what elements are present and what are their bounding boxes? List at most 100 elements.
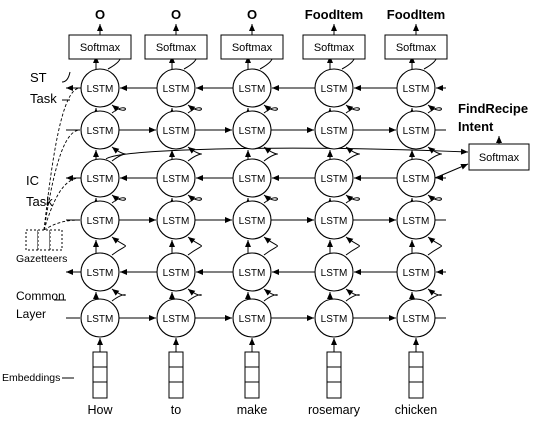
embedding-vector-0 <box>92 351 108 399</box>
layer-skip-arrow <box>263 236 278 256</box>
lstm-node-r4-c1: LSTM <box>156 252 196 292</box>
softmax-label: Softmax <box>232 42 273 54</box>
lstm-label: LSTM <box>403 216 430 227</box>
lstm-node-r2-c1: LSTM <box>156 158 196 198</box>
layer-skip-arrow <box>345 104 360 114</box>
gazetteer-link <box>43 177 81 231</box>
common-layer-label-line1: Common <box>16 289 65 303</box>
lstm-node-r0-c0: LSTM <box>80 68 120 108</box>
intent-softmax: Softmax <box>468 143 530 171</box>
lstm-node-r4-c4: LSTM <box>396 252 436 292</box>
layer-skip-arrow <box>187 104 202 114</box>
lstm-label: LSTM <box>403 314 430 325</box>
lstm-node-r1-c2: LSTM <box>232 110 272 150</box>
word-4: chicken <box>395 403 437 417</box>
lstm-label: LSTM <box>321 314 348 325</box>
word-2: make <box>237 403 268 417</box>
lstm-label: LSTM <box>163 126 190 137</box>
word-3: rosemary <box>308 403 361 417</box>
lstm-node-r3-c4: LSTM <box>396 200 436 240</box>
lstm-node-r1-c3: LSTM <box>314 110 354 150</box>
lstm-label: LSTM <box>87 126 114 137</box>
layer-skip-arrow <box>427 288 442 302</box>
embeddings-label: Embeddings <box>2 372 60 384</box>
layer-skip-arrow <box>427 104 442 114</box>
slot-softmax-1: Softmax <box>144 34 208 60</box>
slot-softmax-0: Softmax <box>68 34 132 60</box>
lstm-label: LSTM <box>239 174 266 185</box>
st-task-label-line2: Task <box>30 91 57 106</box>
softmax-label: Softmax <box>396 42 437 54</box>
embedding-vector-2 <box>244 351 260 399</box>
lstm-label: LSTM <box>403 126 430 137</box>
intent-softmax-label: Softmax <box>479 152 520 164</box>
layer-skip-arrow <box>427 236 442 256</box>
intent-input-arrow <box>434 163 469 179</box>
lstm-node-r1-c1: LSTM <box>156 110 196 150</box>
lstm-node-r0-c3: LSTM <box>314 68 354 108</box>
lstm-node-r4-c2: LSTM <box>232 252 272 292</box>
lstm-label: LSTM <box>321 268 348 279</box>
slot-softmax-3: Softmax <box>302 34 366 60</box>
layer-skip-arrow <box>345 288 360 302</box>
lstm-node-r4-c3: LSTM <box>314 252 354 292</box>
embedding-vectors <box>92 351 424 399</box>
lstm-label: LSTM <box>163 268 190 279</box>
lstm-node-r2-c2: LSTM <box>232 158 272 198</box>
gazetteers-label: Gazetteers <box>16 253 67 265</box>
slot-output-1: O <box>171 7 181 22</box>
lstm-node-r1-c4: LSTM <box>396 110 436 150</box>
intent-input-arrow <box>105 147 469 160</box>
st-task-label-line1: ST <box>30 70 47 85</box>
slot-softmax-2: Softmax <box>220 34 284 60</box>
lstm-label: LSTM <box>163 216 190 227</box>
lstm-label: LSTM <box>163 314 190 325</box>
layer-skip-arrow <box>427 194 442 204</box>
layer-skip-arrow <box>111 104 126 114</box>
section-brackets <box>54 71 74 379</box>
lstm-node-r2-c0: LSTM <box>80 158 120 198</box>
lstm-label: LSTM <box>239 216 266 227</box>
gazetteer-boxes <box>25 229 63 251</box>
lstm-label: LSTM <box>321 216 348 227</box>
word-0: How <box>87 403 113 417</box>
slot-softmax-row: Softmax Softmax Softmax Softmax Softmax <box>68 34 448 60</box>
ic-task-label-line2: Task <box>26 194 53 209</box>
softmax-label: Softmax <box>314 42 355 54</box>
softmax-label: Softmax <box>80 42 121 54</box>
lstm-node-r3-c0: LSTM <box>80 200 120 240</box>
lstm-node-r2-c4: LSTM <box>396 158 436 198</box>
lstm-label: LSTM <box>239 314 266 325</box>
lstm-label: LSTM <box>239 268 266 279</box>
intent-label-line2: Intent <box>458 119 494 134</box>
layer-skip-arrow <box>111 288 126 302</box>
lstm-label: LSTM <box>239 84 266 95</box>
lstm-node-r3-c2: LSTM <box>232 200 272 240</box>
embedding-vector-4 <box>408 351 424 399</box>
lstm-node-r0-c2: LSTM <box>232 68 272 108</box>
slot-output-3: FoodItem <box>305 7 364 22</box>
lstm-label: LSTM <box>87 314 114 325</box>
lstm-label: LSTM <box>87 268 114 279</box>
layer-skip-arrow <box>187 288 202 302</box>
lstm-label: LSTM <box>239 126 266 137</box>
lstm-node-r5-c0: LSTM <box>80 298 120 338</box>
embedding-vector-1 <box>168 351 184 399</box>
lstm-node-r2-c3: LSTM <box>314 158 354 198</box>
ic-task-label-line1: IC <box>26 173 39 188</box>
slot-output-0: O <box>95 7 105 22</box>
lstm-label: LSTM <box>403 268 430 279</box>
lstm-label: LSTM <box>163 174 190 185</box>
gazetteer-link <box>43 129 81 231</box>
lstm-node-r5-c2: LSTM <box>232 298 272 338</box>
lstm-node-r5-c4: LSTM <box>396 298 436 338</box>
embedding-vector-3 <box>326 351 342 399</box>
gazetteer-link <box>43 219 81 231</box>
lstm-label: LSTM <box>321 126 348 137</box>
lstm-label: LSTM <box>163 84 190 95</box>
layer-skip-arrow <box>187 236 202 256</box>
lstm-node-r0-c4: LSTM <box>396 68 436 108</box>
lstm-label: LSTM <box>321 174 348 185</box>
